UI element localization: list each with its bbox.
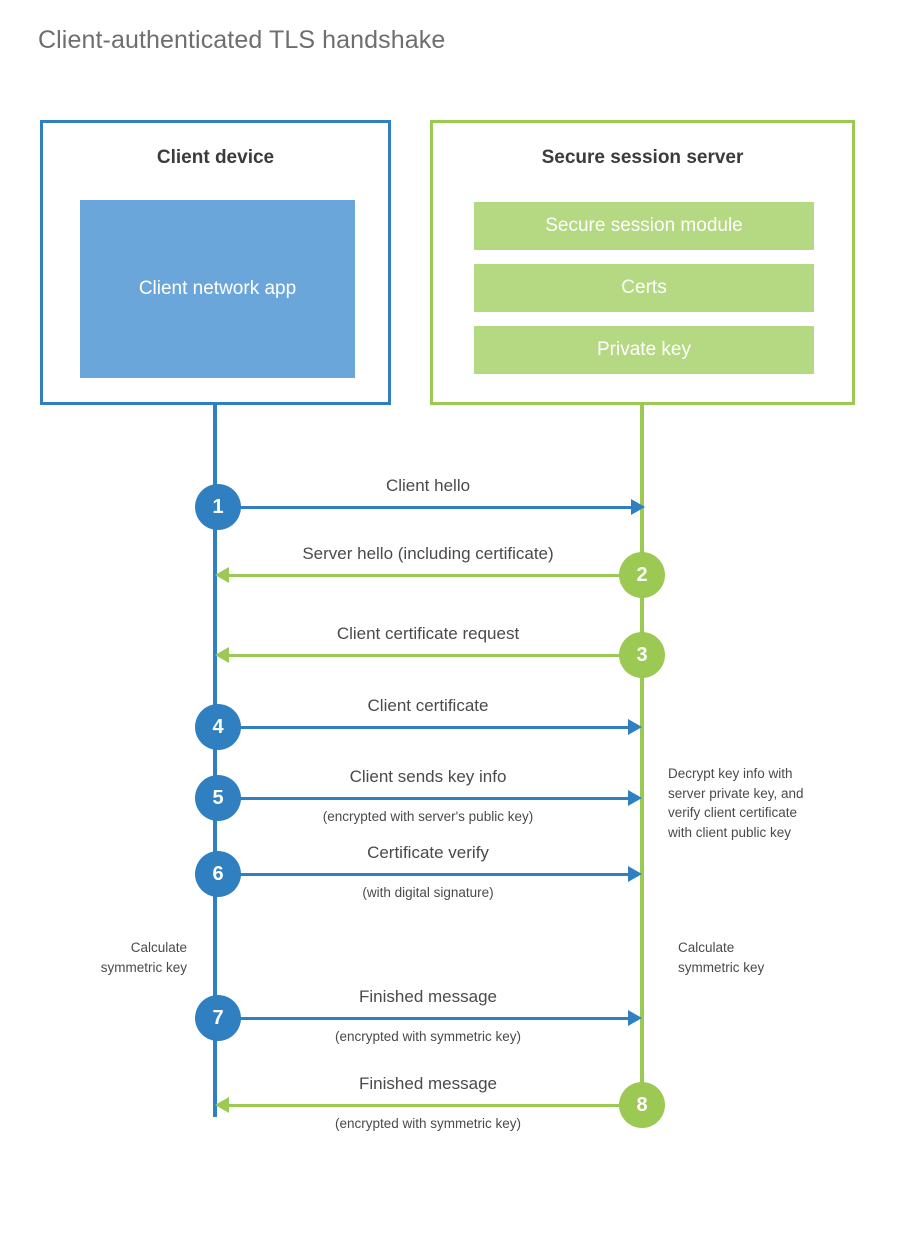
actor-box-server: Secure session server Secure session mod… bbox=[430, 120, 855, 405]
step-badge-8[interactable]: 8 bbox=[619, 1082, 665, 1128]
message-1-label: Client hello bbox=[385, 476, 471, 495]
message-8-line bbox=[228, 1104, 640, 1107]
message-8-sublabel: (encrypted with symmetric key) bbox=[334, 1116, 522, 1131]
step-badge-1[interactable]: 1 bbox=[195, 484, 241, 530]
message-4-arrowhead bbox=[628, 719, 642, 735]
message-2-label: Server hello (including certificate) bbox=[302, 544, 554, 563]
lifeline-client bbox=[213, 405, 217, 1117]
message-3-line bbox=[228, 654, 640, 657]
step-badge-4[interactable]: 4 bbox=[195, 704, 241, 750]
note-server-calculate-symmetric-key: Calculate symmetric key bbox=[678, 940, 765, 975]
message-8-arrowhead bbox=[215, 1097, 229, 1113]
client-network-app-block: Client network app bbox=[80, 200, 355, 378]
message-5-label: Client sends key info bbox=[349, 767, 507, 786]
message-4-label: Client certificate bbox=[367, 696, 489, 715]
message-6-line bbox=[215, 873, 631, 876]
private-key-block: Private key bbox=[474, 326, 814, 374]
message-7-sublabel: (encrypted with symmetric key) bbox=[334, 1029, 522, 1044]
certs-block: Certs bbox=[474, 264, 814, 312]
message-2-line bbox=[228, 574, 640, 577]
actor-box-client: Client device Client network app bbox=[40, 120, 391, 405]
message-1-arrowhead bbox=[631, 499, 645, 515]
message-3-arrowhead bbox=[215, 647, 229, 663]
step-badge-5[interactable]: 5 bbox=[195, 775, 241, 821]
message-4-line bbox=[215, 726, 631, 729]
note-client-calculate-symmetric-key: Calculate symmetric key bbox=[100, 940, 187, 975]
message-6-sublabel: (with digital signature) bbox=[362, 885, 494, 900]
actor-title-server: Secure session server bbox=[541, 147, 744, 168]
note-server-decrypt: Decrypt key info with server private key… bbox=[668, 766, 804, 840]
message-2-arrowhead bbox=[215, 567, 229, 583]
message-6-arrowhead bbox=[628, 866, 642, 882]
message-6-label: Certificate verify bbox=[367, 843, 489, 862]
message-5-arrowhead bbox=[628, 790, 642, 806]
step-badge-6[interactable]: 6 bbox=[195, 851, 241, 897]
message-7-label: Finished message bbox=[359, 987, 497, 1006]
actor-title-client: Client device bbox=[156, 147, 275, 168]
step-badge-2[interactable]: 2 bbox=[619, 552, 665, 598]
message-8-label: Finished message bbox=[359, 1074, 497, 1093]
message-3-label: Client certificate request bbox=[336, 624, 520, 643]
message-5-line bbox=[215, 797, 631, 800]
step-badge-7[interactable]: 7 bbox=[195, 995, 241, 1041]
message-1-line bbox=[215, 506, 640, 509]
lifeline-server bbox=[640, 405, 644, 1105]
message-7-arrowhead bbox=[628, 1010, 642, 1026]
secure-session-module-block: Secure session module bbox=[474, 202, 814, 250]
page-title: Client-authenticated TLS handshake bbox=[38, 26, 446, 54]
step-badge-3[interactable]: 3 bbox=[619, 632, 665, 678]
message-5-sublabel: (encrypted with server's public key) bbox=[322, 809, 534, 824]
message-7-line bbox=[215, 1017, 631, 1020]
